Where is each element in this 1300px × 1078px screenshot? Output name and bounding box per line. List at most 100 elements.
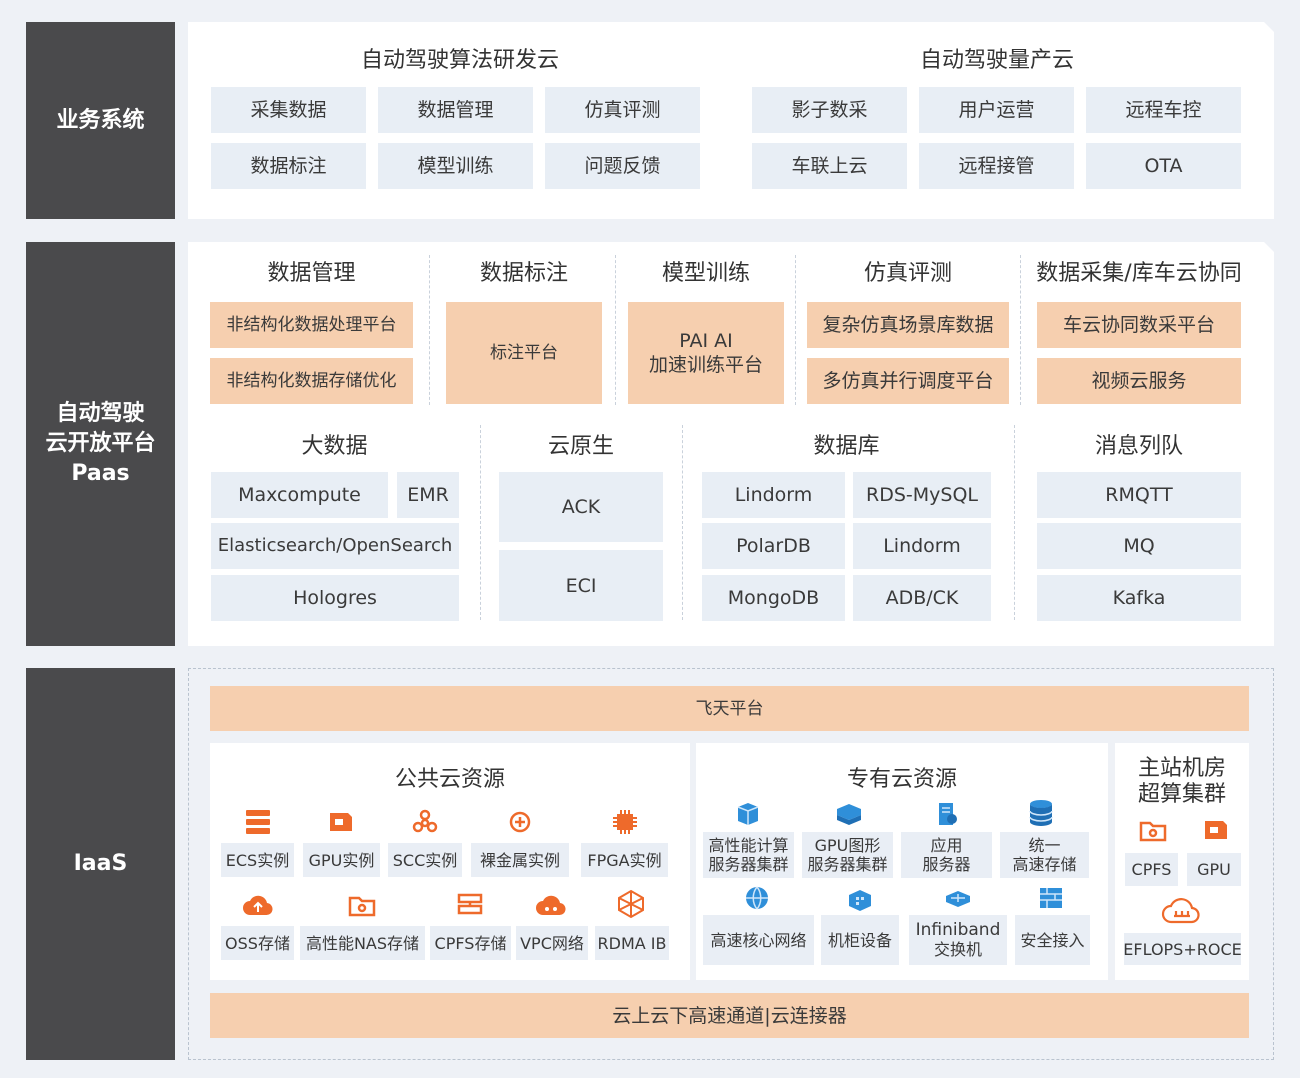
cloud-cluster-icon	[1155, 897, 1209, 929]
sidebar-business: 业务系统	[26, 22, 175, 219]
bigdata-item: EMR	[397, 472, 459, 518]
firewall-icon	[1031, 884, 1071, 912]
divider	[615, 255, 616, 405]
private-resource-l1: 统一	[1028, 836, 1061, 855]
private-resource: 机柜设备	[821, 915, 899, 965]
algo-item: 模型训练	[378, 143, 533, 189]
cloud-connector-bar: 云上云下高速通道|云连接器	[210, 993, 1249, 1038]
private-resource-l2: 服务器	[922, 855, 971, 874]
algo-item: 数据标注	[211, 143, 366, 189]
public-resource: GPU实例	[303, 843, 380, 877]
paas-annotation-title: 数据标注	[479, 261, 568, 286]
nas-storage-icon	[342, 890, 382, 920]
gpu-card-icon	[321, 807, 361, 837]
prod-item: 影子数采	[752, 87, 907, 133]
paas-cloudnative-title: 云原生	[547, 434, 614, 459]
database-item: RDS-MySQL	[853, 472, 991, 518]
network-cloud-icon	[532, 890, 572, 920]
public-resource: ECS实例	[221, 843, 294, 877]
public-resource: 裸金属实例	[471, 843, 569, 877]
cloudnative-item: ACK	[499, 472, 663, 542]
bare-metal-icon	[500, 807, 540, 837]
private-resource: 应用 服务器	[901, 832, 992, 878]
sidebar-iaas-label: IaaS	[73, 851, 128, 876]
master-cluster-title: 主站机房 超算集群	[1115, 756, 1249, 808]
algo-item: 问题反馈	[545, 143, 700, 189]
server-stack-icon	[238, 807, 278, 837]
prod-item: 车联上云	[752, 143, 907, 189]
database-item: MongoDB	[702, 575, 845, 621]
public-cloud-title: 公共云资源	[394, 767, 505, 792]
divider	[480, 425, 481, 620]
private-resource-l2: 服务器集群	[708, 855, 789, 874]
mq-item: Kafka	[1037, 575, 1241, 621]
database-item: PolarDB	[702, 523, 845, 569]
app-server-icon	[926, 800, 966, 828]
sidebar-paas-line3: Paas	[71, 461, 130, 486]
private-resource-l1: 应用	[930, 836, 963, 855]
mq-item: RMQTT	[1037, 472, 1241, 518]
sidebar-iaas: IaaS	[26, 668, 175, 1060]
master-resource: EFLOPS+ROCE	[1123, 933, 1242, 965]
cloud-upload-icon	[238, 890, 278, 920]
cluster-icon	[405, 807, 445, 837]
prod-item: 用户运营	[919, 87, 1074, 133]
master-title-line2: 超算集群	[1137, 782, 1226, 807]
divider	[1014, 425, 1015, 620]
divider	[1020, 255, 1021, 405]
database-item: Lindorm	[702, 472, 845, 518]
private-resource-l1: Infiniband	[915, 920, 1001, 940]
data-mgmt-item: 非结构化数据处理平台	[210, 302, 413, 348]
pai-training-platform: PAI AI 加速训练平台	[628, 302, 784, 404]
private-resource-l1: 机柜设备	[827, 930, 892, 950]
private-resource-l2: 交换机	[933, 940, 982, 959]
simulation-item: 复杂仿真场景库数据	[807, 302, 1009, 348]
gpu-card-icon	[1196, 816, 1236, 844]
paas-data-mgmt-title: 数据管理	[267, 261, 356, 286]
chip-icon	[605, 807, 645, 837]
algo-item: 采集数据	[211, 87, 366, 133]
algo-item: 仿真评测	[545, 87, 700, 133]
prod-item: 远程接管	[919, 143, 1074, 189]
divider	[429, 255, 430, 405]
sidebar-paas: 自动驾驶 云开放平台 Paas	[26, 242, 175, 646]
sidebar-paas-line2: 云开放平台	[45, 431, 156, 456]
database-item: ADB/CK	[853, 575, 991, 621]
private-resource: 高性能计算 服务器集群	[703, 832, 794, 878]
bigdata-item: Maxcompute	[211, 472, 388, 518]
private-cloud-title: 专有云资源	[846, 767, 957, 792]
data-mgmt-item: 非结构化数据存储优化	[210, 358, 413, 404]
public-resource: OSS存储	[221, 926, 294, 960]
feitian-platform: 飞天平台	[210, 686, 1249, 731]
iaas-panel	[188, 668, 1274, 1060]
pai-line2: 加速训练平台	[648, 354, 763, 376]
private-resource: GPU图形 服务器集群	[802, 832, 893, 878]
public-resource: CPFS存储	[430, 926, 511, 960]
hpc-server-icon	[728, 800, 768, 828]
paas-bigdata-title: 大数据	[301, 434, 368, 459]
public-resource: FPGA实例	[581, 843, 668, 877]
private-resource-l1: 高速核心网络	[710, 930, 807, 950]
database-cylinder-icon	[1021, 798, 1061, 828]
paas-training-title: 模型训练	[661, 261, 750, 286]
master-title-line1: 主站机房	[1137, 756, 1226, 781]
prod-item: OTA	[1086, 143, 1241, 189]
private-resource: 统一 高速存储	[1000, 832, 1089, 878]
private-resource-l1: GPU图形	[814, 836, 881, 855]
nas-storage-icon	[1133, 816, 1173, 844]
pai-line1: PAI AI	[679, 330, 733, 352]
bigdata-item: Hologres	[211, 575, 459, 621]
private-resource-l1: 高性能计算	[708, 836, 789, 855]
public-resource: 高性能NAS存储	[300, 926, 425, 960]
simulation-item: 多仿真并行调度平台	[807, 358, 1009, 404]
annotation-platform: 标注平台	[446, 302, 602, 404]
private-resource: 高速核心网络	[703, 915, 814, 965]
paas-mq-title: 消息列队	[1094, 434, 1183, 459]
public-resource: RDMA IB	[595, 926, 669, 960]
gpu-server-icon	[829, 800, 869, 828]
prod-item: 远程车控	[1086, 87, 1241, 133]
private-resource-l2: 服务器集群	[807, 855, 888, 874]
private-resource: 安全接入	[1015, 915, 1090, 965]
paas-collab-title: 数据采集/库车云协同	[1036, 261, 1242, 286]
mq-item: MQ	[1037, 523, 1241, 569]
